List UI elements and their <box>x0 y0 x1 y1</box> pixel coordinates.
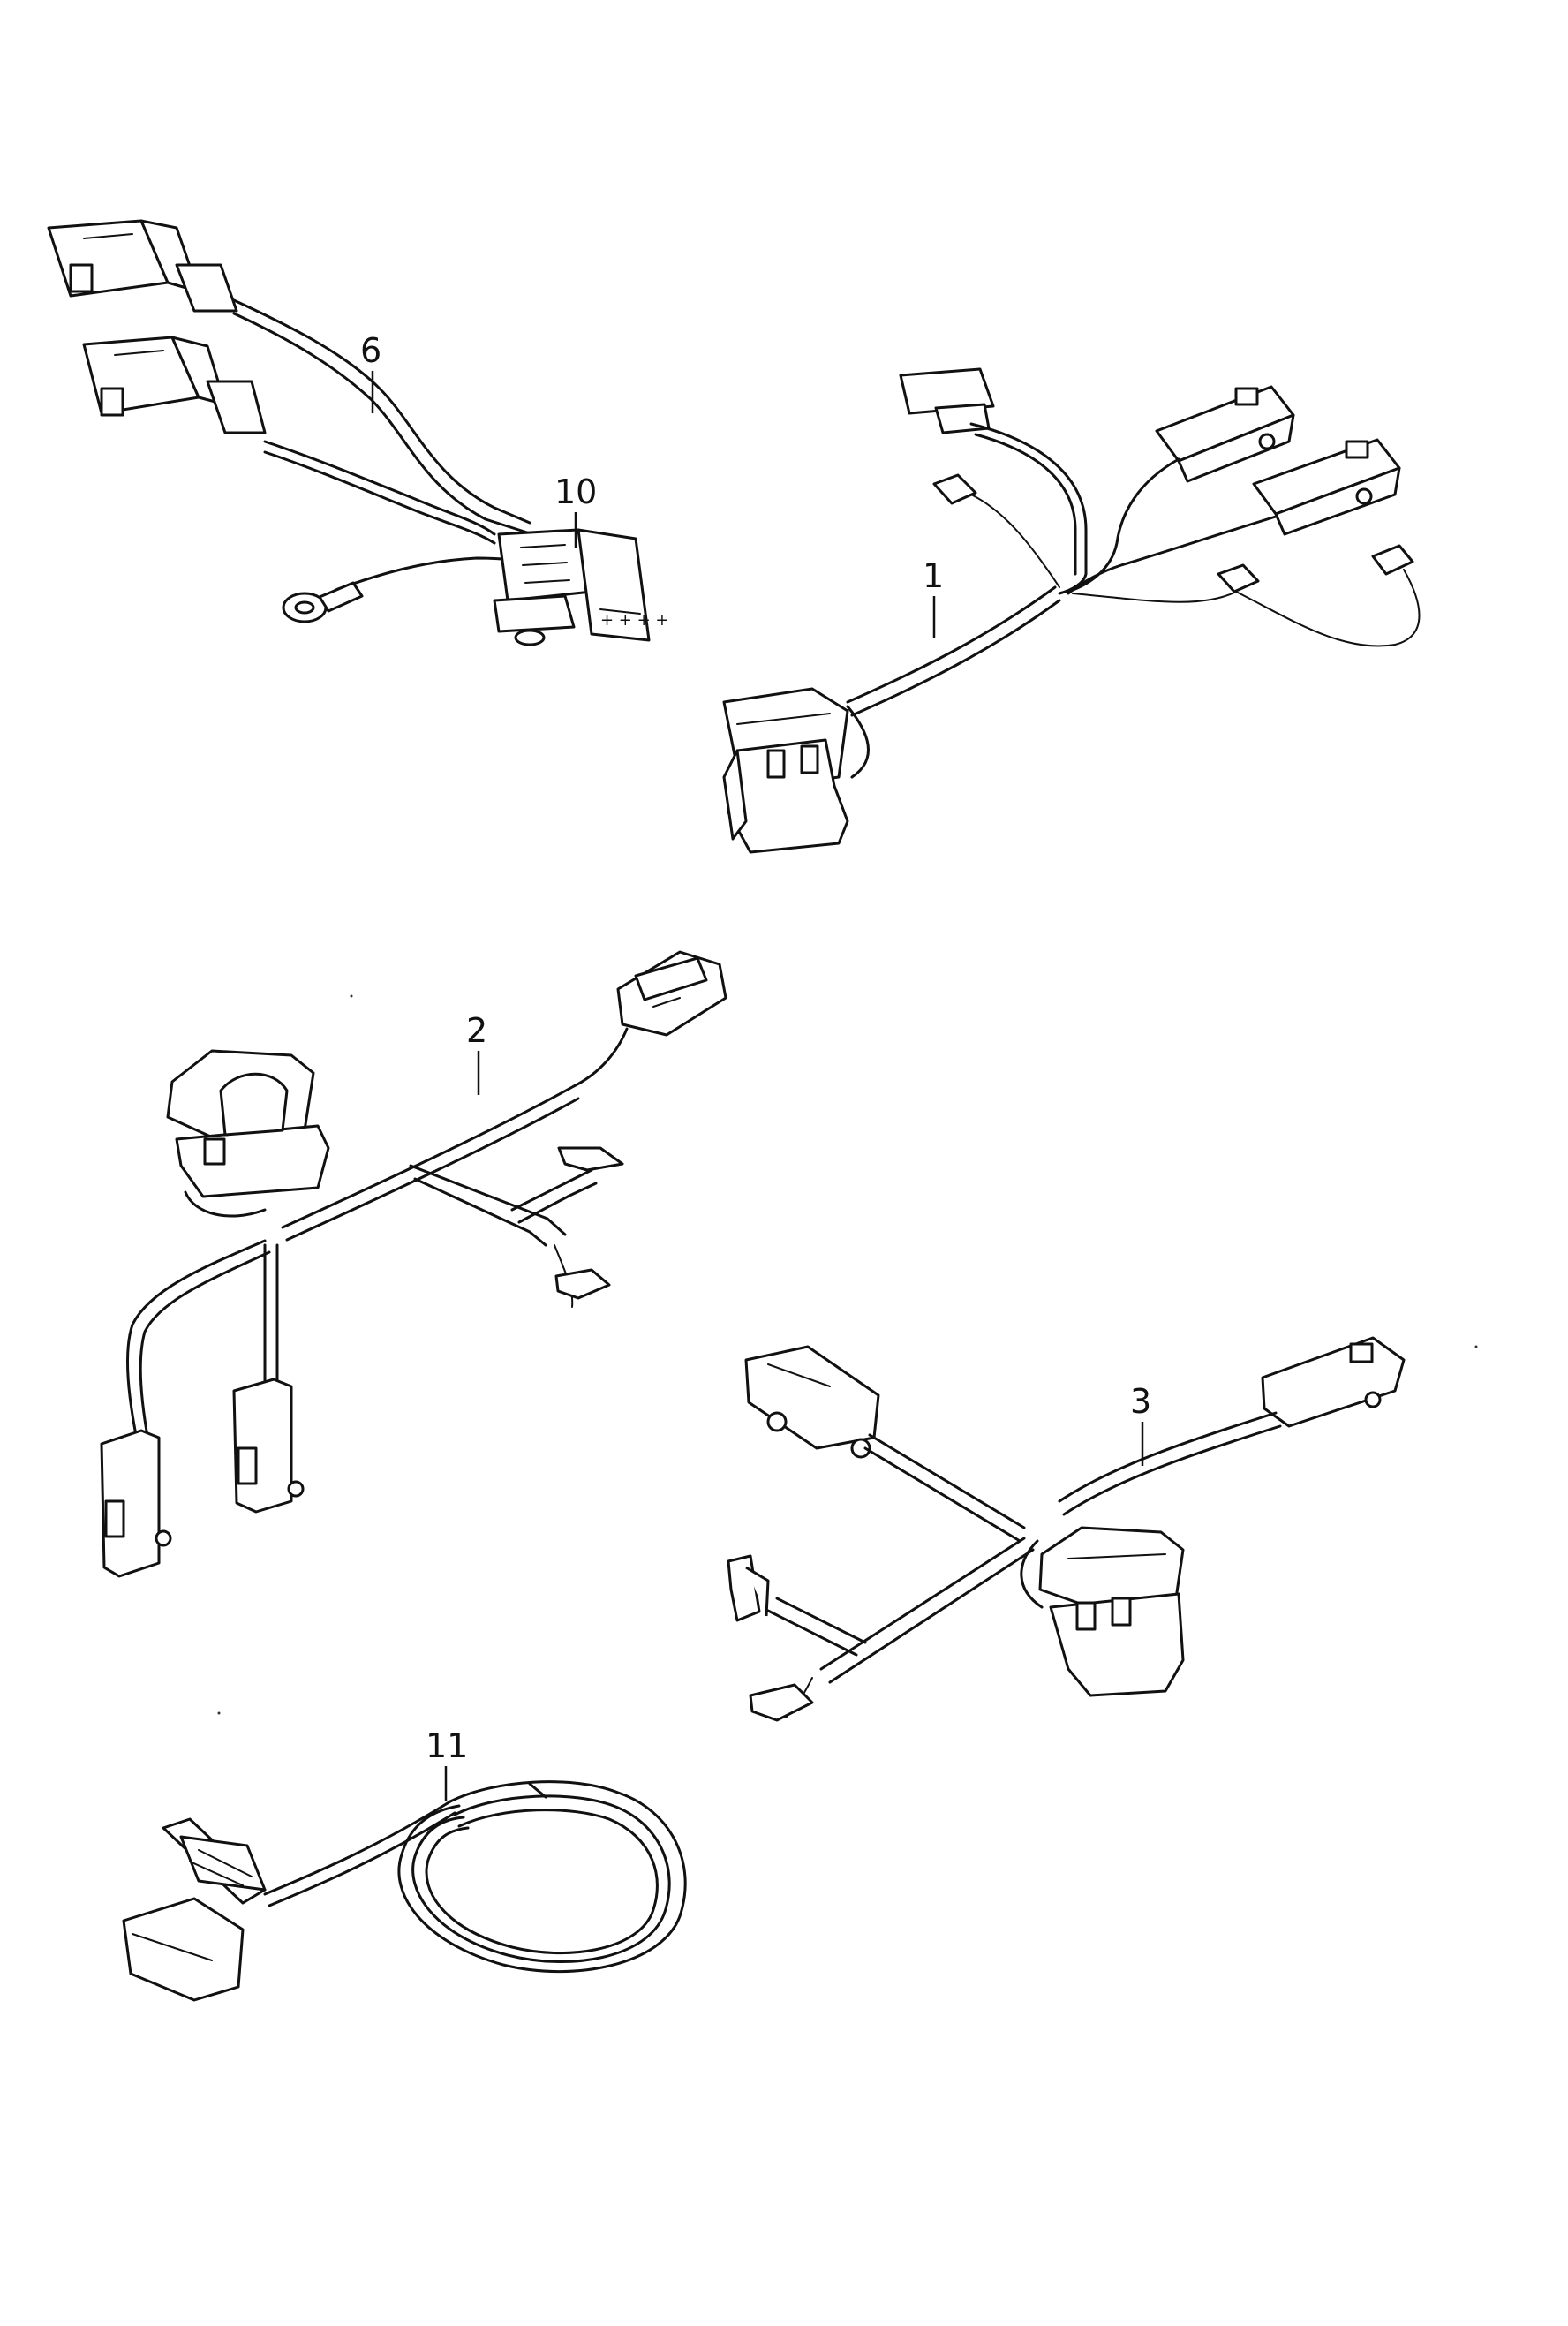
callout-11: 11 <box>426 1726 468 1765</box>
speck <box>1474 1345 1478 1348</box>
harness-2-trunk <box>281 1027 629 1229</box>
harness-2-trunk-b <box>285 1097 580 1242</box>
harness-1-connector-right-b <box>1252 438 1401 536</box>
connector-10: + + + + <box>493 528 669 646</box>
harness-11-lead <box>263 1800 452 1896</box>
harness-1-relay <box>722 687 870 854</box>
harness-11-coil-mid <box>411 1794 671 1963</box>
harness-3-wire-branch-b <box>766 1609 858 1657</box>
harness-3-connector-right <box>1261 1336 1406 1428</box>
harness-2-branch-t1b <box>517 1182 598 1224</box>
harness-1-loop <box>1072 569 1421 647</box>
harness-3-connector-left <box>744 1345 880 1459</box>
speck <box>350 994 353 998</box>
harness-1-branch-top-b <box>974 433 1077 576</box>
harness-2-terminal-b <box>554 1268 611 1300</box>
harness-2-terminal-a <box>557 1146 624 1172</box>
harness-1-terminal-mid <box>1217 563 1260 593</box>
harness-2-drop-left <box>126 1239 267 1441</box>
harness-3-wire-down <box>819 1537 1026 1671</box>
harness-6-10[interactable]: + + + + <box>47 219 669 646</box>
harness-3-wire-right <box>1058 1411 1278 1503</box>
callout-10: 10 <box>554 472 597 511</box>
harness-6-wire-upper-b <box>232 312 531 535</box>
harness-1-branch-right-a <box>1067 457 1180 593</box>
harness-6-wire-lower <box>263 440 496 536</box>
harness-1-branch-top <box>969 422 1088 595</box>
harness-1-branch-left <box>970 494 1060 588</box>
harness-2-connector-bottom-left <box>100 1429 172 1578</box>
harness-11-coil-outer <box>397 1780 687 1974</box>
harness-2-connector-bottom-mid <box>232 1378 305 1514</box>
harness-6-wire-lower-b <box>263 450 496 545</box>
harness-1[interactable] <box>722 367 1421 854</box>
harness-11-lead-b <box>268 1811 456 1907</box>
harness-1-terminal-right <box>1371 544 1414 576</box>
harness-3-wire-right-b <box>1062 1424 1282 1516</box>
harness-2-drop-left-b <box>139 1250 271 1443</box>
ring-terminal <box>282 581 364 623</box>
harness-3-relay <box>1020 1526 1185 1697</box>
harness-1-connector-top <box>899 367 995 434</box>
harness-1-branch-right-b <box>1067 515 1278 595</box>
harness-2-branch-b <box>413 1177 547 1247</box>
harness-3-wire-left <box>868 1433 1026 1529</box>
callout-2: 2 <box>466 1011 487 1050</box>
harness-3[interactable] <box>727 1336 1406 1722</box>
harness-2-connector-top <box>616 950 727 1037</box>
harness-1-trunk <box>846 585 1057 704</box>
harness-1-trunk-b <box>850 599 1061 717</box>
harness-2[interactable] <box>100 950 727 1578</box>
harness-3-terminal-top <box>727 1554 770 1622</box>
harness-2-branch <box>409 1164 567 1236</box>
harness-6-wire-upper <box>232 298 531 525</box>
harness-2-relay <box>166 1049 330 1218</box>
harness-1-terminal-left <box>932 473 977 505</box>
harness-3-wire-down-b <box>828 1548 1035 1684</box>
harness-11-coil-end <box>528 1782 547 1799</box>
harness-3-terminal-bottom <box>749 1683 814 1722</box>
harness-6-connector-upper <box>47 219 238 313</box>
harness-3-wire-left-b <box>863 1446 1021 1543</box>
harness-11-connector <box>122 1817 267 2002</box>
harness-2-branch-t1 <box>510 1168 593 1212</box>
callout-3: 3 <box>1130 1382 1151 1421</box>
harness-1-connector-right-a <box>1155 385 1295 483</box>
speck <box>217 1711 221 1715</box>
harness-6-connector-lower <box>82 336 267 434</box>
harness-3-wire-branch <box>775 1597 867 1644</box>
harness-11-coil-inner <box>425 1809 659 1955</box>
callout-6: 6 <box>360 331 381 370</box>
callout-1: 1 <box>923 556 944 595</box>
svg-text:+ + + +: + + + + <box>600 611 669 630</box>
harness-11[interactable] <box>122 1780 687 2002</box>
